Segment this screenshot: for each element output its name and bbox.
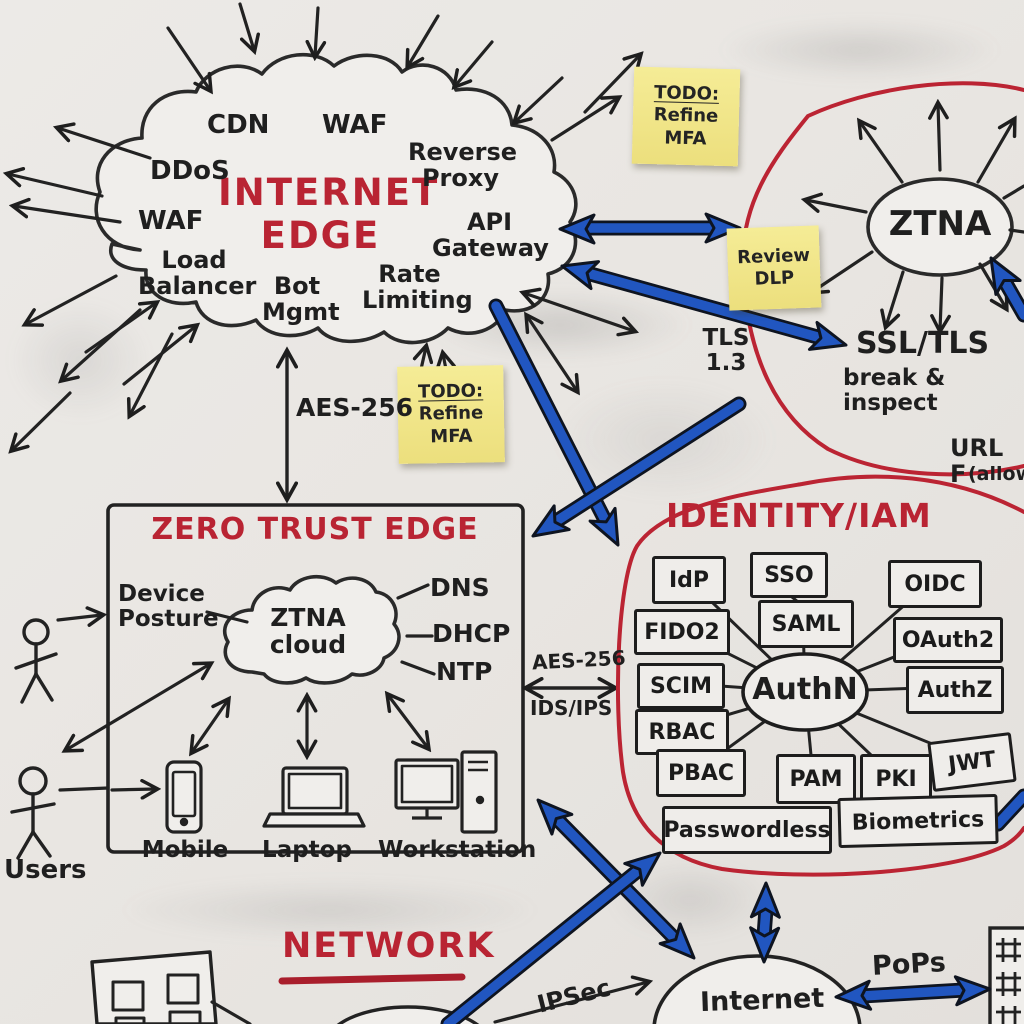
users-label: Users bbox=[4, 855, 87, 885]
ztna-label: ZTNA bbox=[888, 204, 992, 244]
label-load-balancer: Load Balancer bbox=[138, 246, 257, 300]
ssl-tls-label: SSL/TLS bbox=[856, 326, 990, 361]
label-reverse-proxy: Reverse Proxy bbox=[408, 138, 518, 192]
sticky-title: TODO: bbox=[417, 380, 484, 403]
rack-icon bbox=[988, 926, 1024, 1024]
aes256-vertical-label: AES-256 bbox=[296, 393, 413, 422]
label-waf-top: WAF bbox=[322, 110, 388, 140]
iam-title: IDENTITY/IAM bbox=[666, 496, 932, 535]
iam-box-passwordless: Passwordless bbox=[662, 806, 832, 854]
authn-label: AuthN bbox=[752, 672, 858, 707]
ztna-cloud-label: ZTNA cloud bbox=[269, 603, 347, 659]
internet-cloud bbox=[652, 954, 862, 1024]
blue-arrow-edge-segment bbox=[990, 788, 1024, 832]
laptop-icon bbox=[262, 766, 366, 828]
authn-oval bbox=[741, 652, 869, 732]
internet-edge-title: INTERNET EDGE bbox=[218, 171, 440, 257]
iam-box-oidc: OIDC bbox=[888, 560, 982, 608]
iam-box-sso: SSO bbox=[750, 552, 828, 598]
internet-label: Internet bbox=[699, 982, 825, 1019]
sticky-line: Refine bbox=[653, 104, 719, 128]
mobile-icon bbox=[165, 760, 203, 834]
network-title: NETWORK bbox=[282, 926, 496, 966]
pops-label: PoPs bbox=[871, 947, 947, 982]
iam-box-oauth2: OAuth2 bbox=[893, 617, 1003, 663]
iam-box-jwt: JWT bbox=[927, 732, 1017, 792]
ztna-cloud-small bbox=[222, 574, 401, 685]
iam-box-saml: SAML bbox=[758, 600, 854, 648]
blue-arrow-ssl-zte bbox=[531, 396, 747, 538]
zte-connectors bbox=[66, 583, 436, 790]
mobile-label: Mobile bbox=[141, 837, 229, 863]
label-cdn: CDN bbox=[207, 110, 270, 140]
network-underline bbox=[278, 973, 466, 985]
ztna-arrows bbox=[806, 104, 1024, 330]
label-waf-left: WAF bbox=[138, 206, 204, 236]
blue-arrow-iam-internet bbox=[749, 881, 781, 964]
blue-arrow-edge-ztna bbox=[558, 212, 742, 245]
label-bot-mgmt: Bot Mgmt bbox=[262, 272, 340, 326]
laptop-label: Laptop bbox=[262, 837, 352, 863]
ntp-label: NTP bbox=[436, 657, 493, 686]
ids-ips-label: IDS/IPS bbox=[530, 696, 613, 720]
user-line bbox=[58, 786, 110, 792]
label-ddos: DDoS bbox=[150, 156, 230, 186]
sticky-line: DLP bbox=[754, 267, 795, 290]
aes256-mid-label: AES-256 bbox=[531, 645, 627, 675]
sticky-line: Refine bbox=[418, 402, 484, 425]
building-icon bbox=[90, 950, 218, 1024]
tls13-label: TLS 1.3 bbox=[702, 325, 750, 376]
blue-arrow-edge-ssl bbox=[560, 260, 848, 351]
iam-box-authz: AuthZ bbox=[906, 666, 1004, 714]
sticky-review-dlp: Review DLP bbox=[726, 225, 822, 311]
user-arrow bbox=[56, 615, 102, 620]
sticky-line: MFA bbox=[664, 127, 707, 150]
url-filtering-label: URL F bbox=[950, 434, 1004, 488]
sticky-todo-top: TODO: Refine MFA bbox=[631, 66, 741, 167]
iam-box-fido2: FIDO2 bbox=[634, 609, 730, 655]
label-rate-limiting: Rate Limiting bbox=[362, 260, 473, 314]
iam-boundary bbox=[615, 474, 1024, 877]
iam-box-pam: PAM bbox=[776, 754, 856, 804]
dns-label: DNS bbox=[430, 573, 490, 602]
dhcp-label: DHCP bbox=[432, 619, 511, 648]
label-api-gateway: API Gateway bbox=[432, 208, 549, 262]
sticky-todo-mid: TODO: Refine MFA bbox=[397, 365, 505, 464]
blue-arrow-into-ztna bbox=[989, 256, 1024, 323]
iam-box-idp: IdP bbox=[652, 556, 726, 604]
iam-box-biometrics: Biometrics bbox=[837, 793, 999, 849]
blue-arrow-internet-pops bbox=[834, 975, 992, 1011]
iam-box-scim: SCIM bbox=[637, 663, 725, 709]
sticky-title: TODO: bbox=[653, 81, 720, 105]
ztna-oval bbox=[866, 177, 1014, 277]
sticky-line: MFA bbox=[430, 425, 473, 448]
iam-box-pbac: PBAC bbox=[656, 749, 746, 797]
sticky-line: Review bbox=[736, 244, 811, 268]
blue-arrow-edge-iam bbox=[488, 298, 620, 547]
workstation-label: Workstation bbox=[378, 837, 537, 863]
device-posture-label: Device Posture bbox=[118, 581, 219, 632]
iam-box-rbac: RBAC bbox=[635, 709, 729, 755]
zte-title: ZERO TRUST EDGE bbox=[151, 512, 479, 547]
user-stick-figure bbox=[10, 618, 58, 860]
ipsec-arrow bbox=[493, 982, 648, 1024]
break-inspect-label: break & inspect bbox=[843, 365, 946, 416]
url-allow-label: (allow bbox=[968, 463, 1024, 485]
workstation-icon bbox=[394, 750, 498, 834]
blue-arrow-branch-iam bbox=[440, 851, 662, 1024]
